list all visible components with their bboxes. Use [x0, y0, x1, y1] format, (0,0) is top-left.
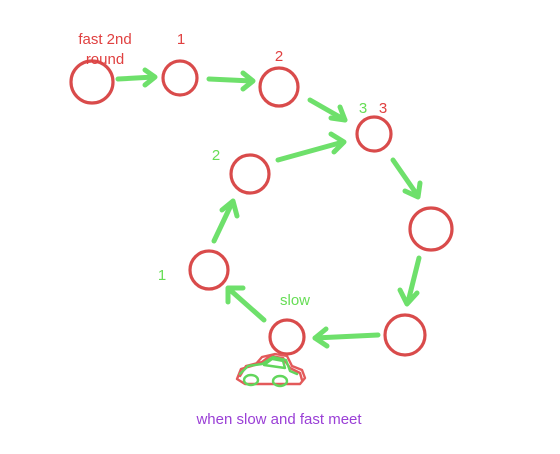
arrowhead-7-to-8	[219, 198, 240, 219]
caption: when slow and fast meet	[195, 411, 362, 428]
label-slow-step-1: 1	[158, 267, 166, 284]
label-fast-step-2: 2	[275, 48, 283, 65]
node-8	[229, 153, 271, 195]
node-2	[258, 66, 300, 108]
arrow-5-to-meet	[312, 332, 381, 341]
arrowhead-8-to-3	[328, 131, 347, 155]
node-7	[188, 249, 230, 291]
arrowhead-4-to-5	[397, 287, 420, 307]
label-fast-step-3: 3	[379, 100, 387, 117]
arrows	[115, 67, 423, 349]
arrowhead-1-to-2	[240, 70, 256, 92]
car-detail	[238, 355, 299, 376]
car-icon	[235, 352, 307, 388]
labels: fast 2nd round 1 2 3 3 2 1 slow when slo…	[78, 31, 387, 428]
arrowhead-meet-to-7	[225, 285, 246, 305]
label-fast-2nd-round-line2: round	[86, 51, 124, 68]
label-fast-step-1: 1	[177, 31, 185, 48]
label-slow-step-3: 3	[359, 100, 367, 117]
node-4	[408, 206, 454, 252]
node-start	[69, 59, 115, 105]
arrow-8-to-3	[275, 139, 346, 163]
label-fast-2nd-round-line1: fast 2nd	[78, 31, 131, 48]
arrow-3-to-4	[390, 157, 421, 199]
arrowhead-start-to-1	[142, 67, 158, 88]
node-1	[161, 59, 199, 97]
arrowhead-5-to-meet	[312, 326, 330, 349]
arrow-start-to-1	[115, 74, 157, 82]
arrowhead-3-to-4	[402, 180, 423, 200]
arrow-meet-to-7	[226, 286, 267, 323]
label-slow: slow	[280, 292, 310, 309]
car-wheel-right	[271, 374, 289, 388]
node-5	[383, 313, 427, 357]
car-wheel-left	[242, 373, 260, 387]
arrow-4-to-5	[405, 255, 422, 305]
arrow-1-to-2	[206, 76, 255, 84]
label-slow-step-2: 2	[212, 147, 220, 164]
car-window	[262, 357, 287, 370]
arrow-7-to-8	[211, 200, 235, 244]
node-meet	[268, 318, 306, 356]
node-3	[355, 115, 393, 153]
arrowhead-2-to-3	[328, 104, 348, 123]
nodes	[69, 59, 454, 357]
